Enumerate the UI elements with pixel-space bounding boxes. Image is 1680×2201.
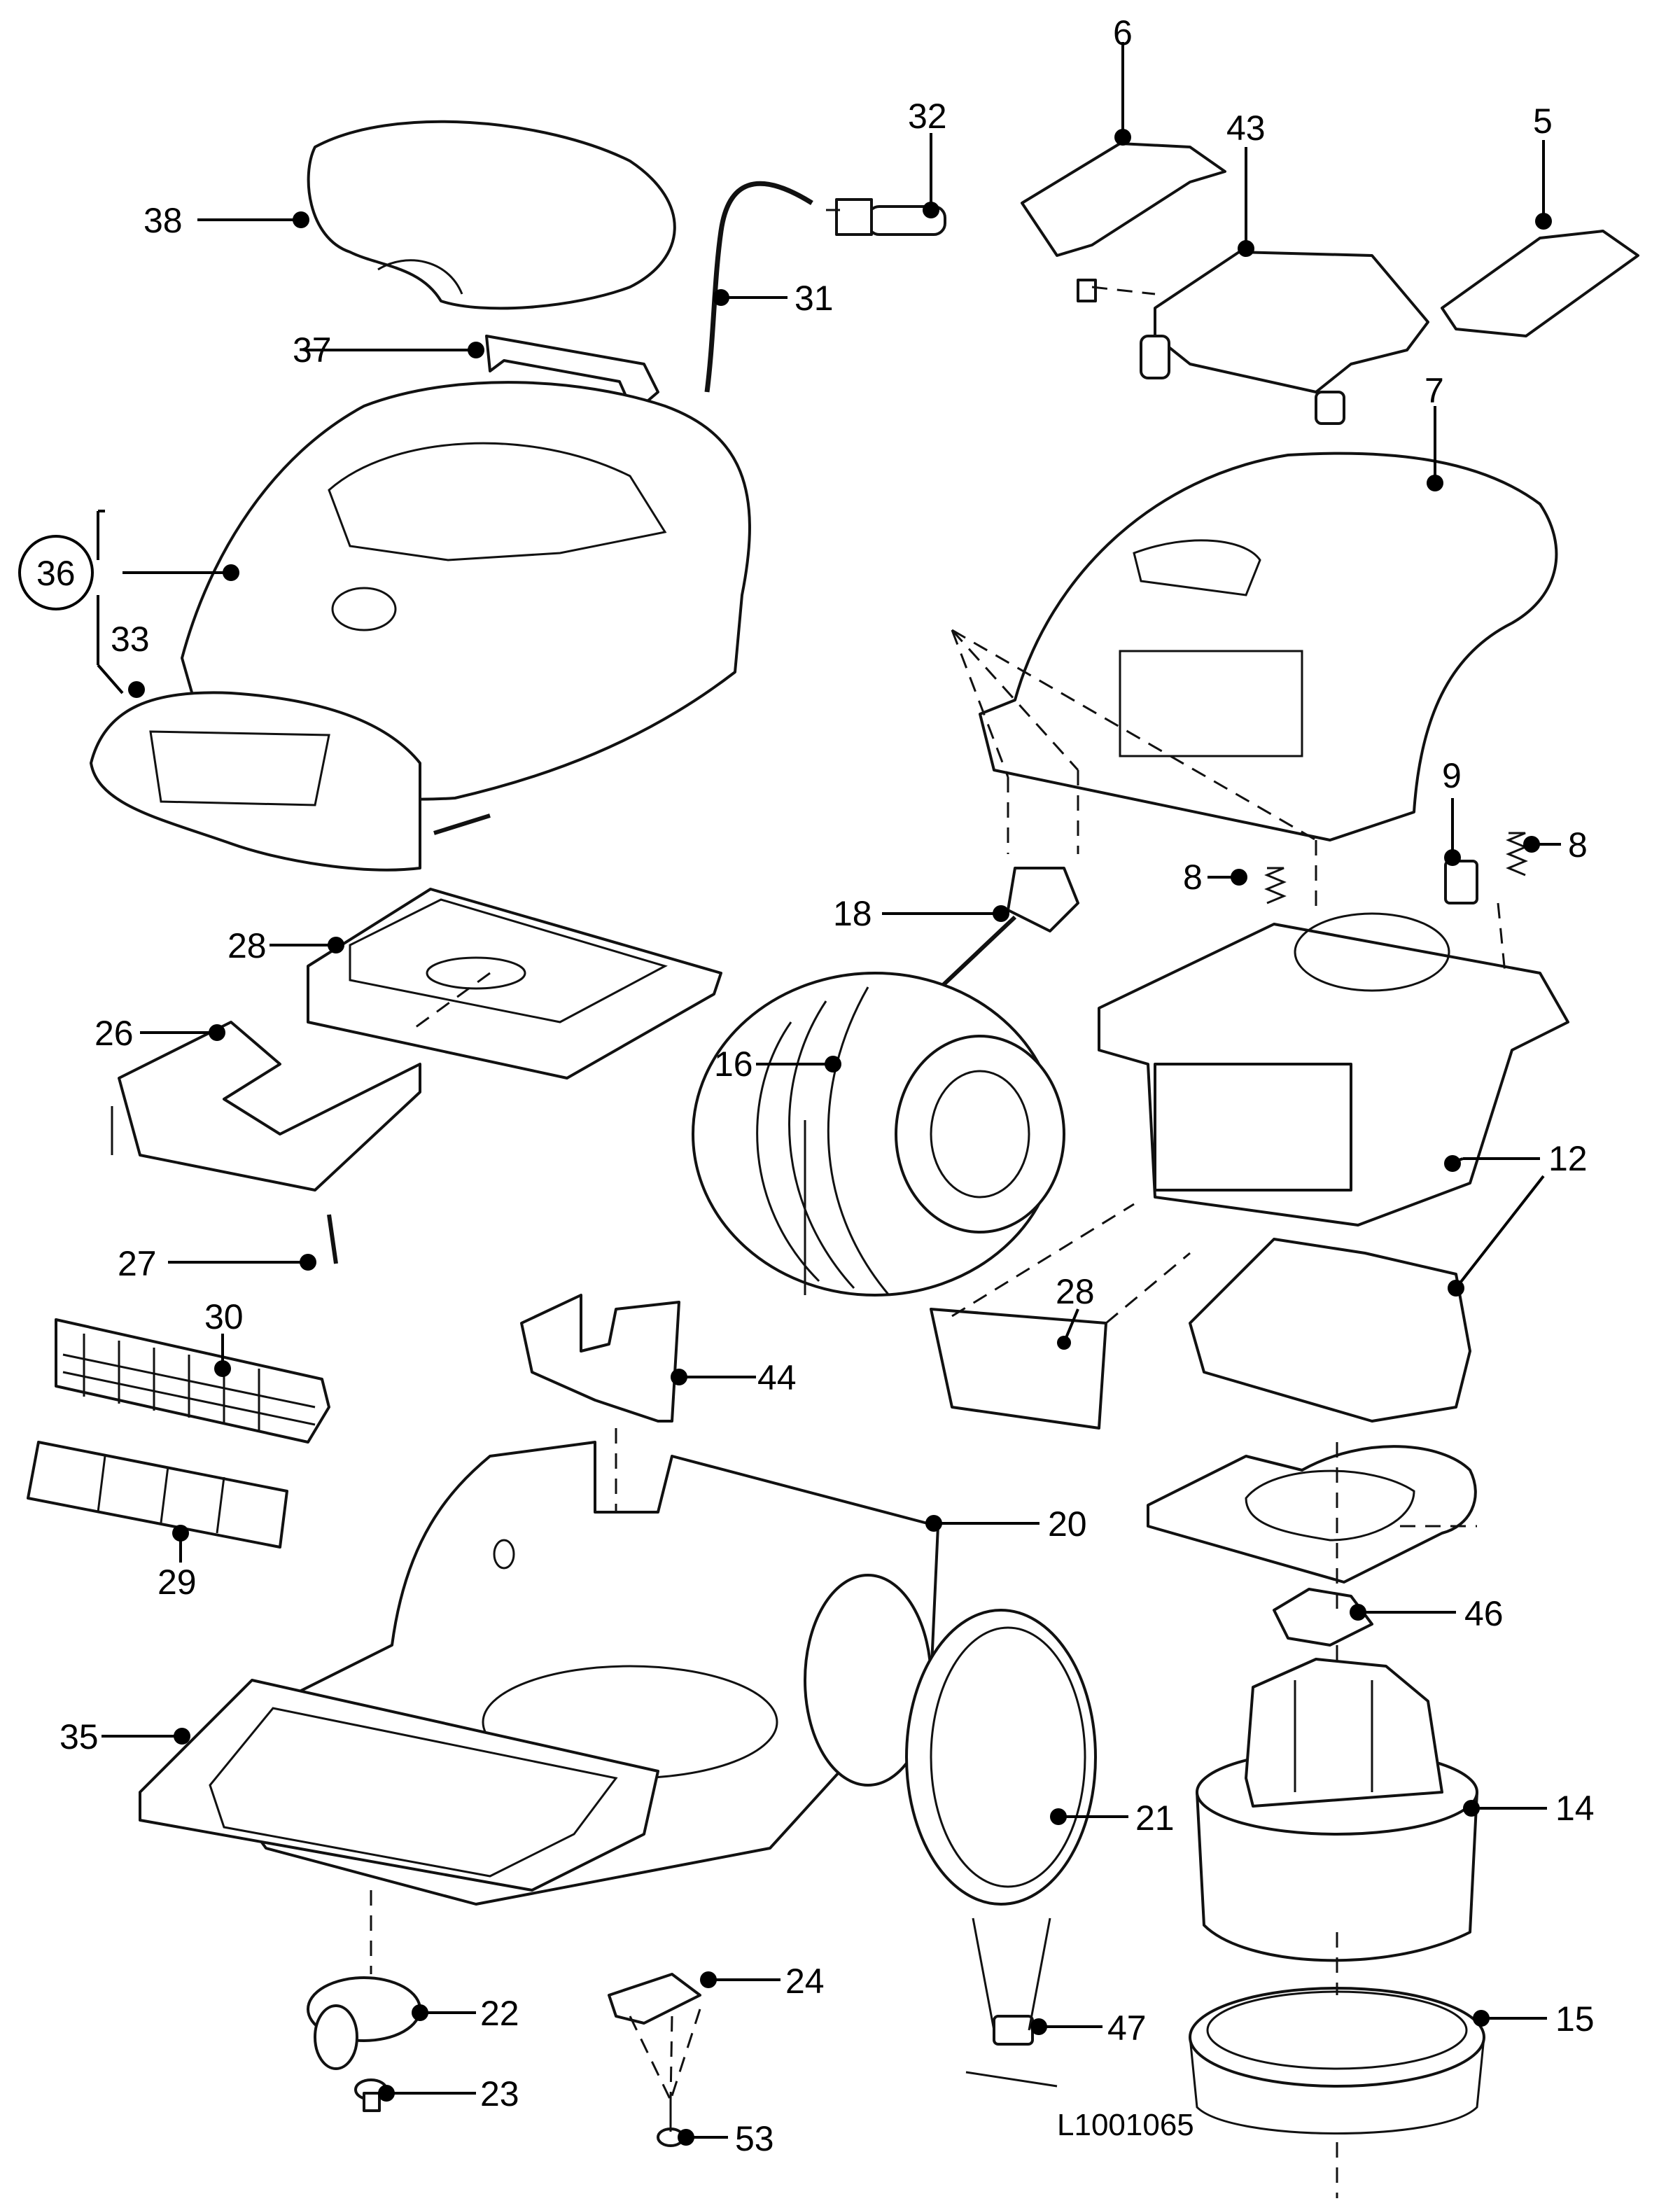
part-8-spring-left <box>1264 867 1287 904</box>
label-16: 16 <box>714 1044 753 1084</box>
label-15: 15 <box>1555 1999 1595 2039</box>
label-28-bag: 28 <box>227 926 267 965</box>
label-46: 46 <box>1464 1594 1504 1633</box>
part-12-motor-housing <box>1098 912 1569 1423</box>
part-7-upper-housing <box>979 452 1558 841</box>
label-31: 31 <box>794 279 834 318</box>
part-6-cover <box>1021 142 1226 257</box>
part-24-bracket <box>608 1973 701 2025</box>
label-38: 38 <box>144 201 183 240</box>
part-31-cable <box>704 181 813 393</box>
part-46-pad <box>1273 1588 1373 1647</box>
label-5: 5 <box>1533 102 1553 141</box>
label-32: 32 <box>908 97 947 136</box>
part-26-bag-holder <box>118 1021 421 1192</box>
label-8-right: 8 <box>1568 825 1588 865</box>
part-47-component <box>965 1917 1058 2088</box>
label-18: 18 <box>833 894 872 933</box>
part-33-handle <box>90 691 421 872</box>
part-28-filter <box>930 1308 1107 1430</box>
label-28-filter: 28 <box>1056 1272 1095 1311</box>
part-9-switch <box>1444 860 1478 904</box>
label-43: 43 <box>1226 109 1266 148</box>
assembly-lines <box>370 286 1506 2198</box>
part-21-wheel-cover <box>905 1609 1097 1906</box>
label-36: 36 <box>36 554 76 593</box>
part-53-screw <box>657 2100 685 2147</box>
part-8-spring-right <box>1506 832 1528 876</box>
label-22: 22 <box>480 1994 519 2033</box>
label-30: 30 <box>204 1297 244 1336</box>
label-53: 53 <box>735 2119 774 2158</box>
label-8-left: 8 <box>1183 858 1203 897</box>
label-7: 7 <box>1424 371 1444 410</box>
label-27: 27 <box>118 1244 157 1283</box>
part-15-ring <box>1189 1987 1485 2134</box>
part-5-side <box>1441 230 1639 337</box>
part-38-lid <box>307 120 676 310</box>
label-20: 20 <box>1048 1504 1087 1544</box>
part-27-pin <box>327 1214 338 1264</box>
label-47: 47 <box>1107 2008 1147 2048</box>
part-29-filter-frame <box>27 1441 288 1549</box>
label-23: 23 <box>480 2074 519 2113</box>
part-35-frame <box>139 1679 659 1892</box>
label-6: 6 <box>1113 13 1133 53</box>
label-14: 14 <box>1555 1789 1595 1828</box>
reference-code: L1001065 <box>1057 2108 1194 2142</box>
label-26: 26 <box>94 1014 134 1053</box>
label-37: 37 <box>293 330 332 370</box>
label-24: 24 <box>785 1962 825 2001</box>
callout-labels: 38 37 31 32 6 43 5 36 33 7 9 8 8 28 26 1… <box>36 13 1595 2158</box>
callout-leaders <box>97 42 1561 2146</box>
part-43-plate <box>1154 251 1429 393</box>
label-33: 33 <box>111 620 150 659</box>
part-16-cable-reel <box>692 972 1065 1297</box>
callout-36-circle <box>18 535 94 610</box>
part-44-bracket <box>520 1294 680 1423</box>
part-22-caster <box>307 1976 421 2070</box>
label-9: 9 <box>1442 756 1462 795</box>
label-35: 35 <box>59 1717 99 1756</box>
part-14-motor <box>1196 1658 1478 1962</box>
part-gasket <box>1147 1445 1477 1584</box>
label-21: 21 <box>1135 1798 1175 1838</box>
label-12: 12 <box>1548 1139 1588 1178</box>
part-30-grille <box>55 1318 330 1444</box>
label-29: 29 <box>158 1563 197 1602</box>
label-44: 44 <box>757 1358 797 1397</box>
